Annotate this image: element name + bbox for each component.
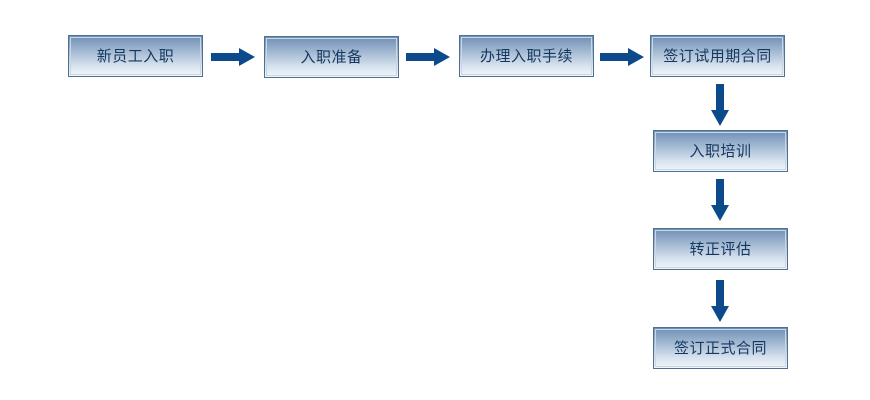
step-sign-formal-contract: 签订正式合同 <box>653 327 788 369</box>
arrow-right-icon <box>211 48 255 66</box>
step-onboarding-prep: 入职准备 <box>264 36 399 78</box>
step-sign-probation-contract: 签订试用期合同 <box>650 35 785 77</box>
arrow-down-icon <box>711 280 729 322</box>
arrow-down-icon <box>711 179 729 221</box>
arrow-right-icon <box>406 48 450 66</box>
step-new-employee: 新员工入职 <box>68 35 203 77</box>
step-onboarding-procedures: 办理入职手续 <box>459 35 594 77</box>
arrow-right-icon <box>600 48 644 66</box>
step-onboarding-training: 入职培训 <box>653 130 788 172</box>
step-regularization-review: 转正评估 <box>653 228 788 270</box>
arrow-down-icon <box>711 84 729 126</box>
